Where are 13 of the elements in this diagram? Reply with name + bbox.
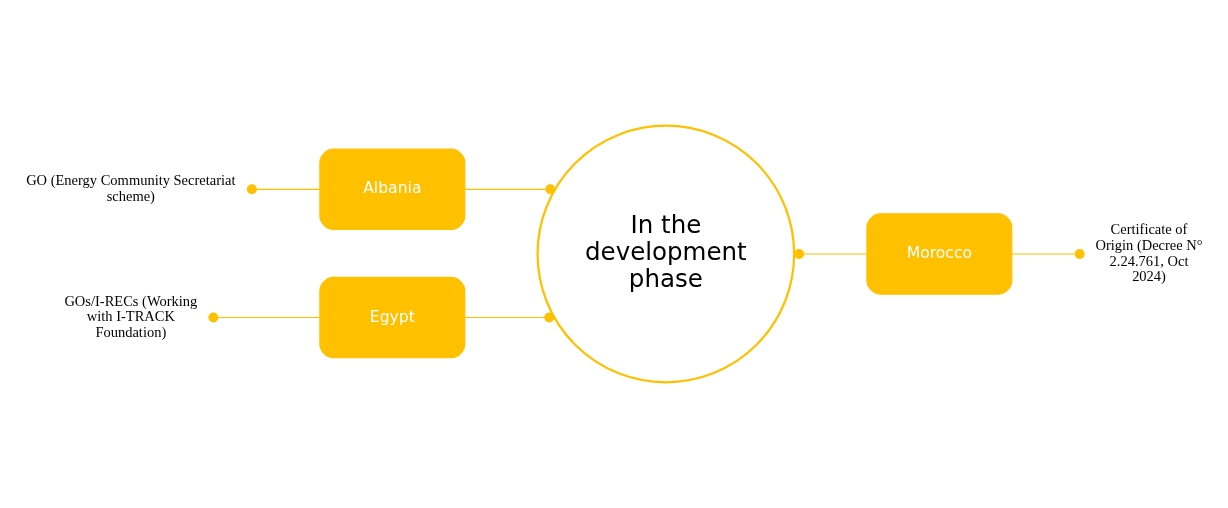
connector: [246, 184, 321, 195]
connector: [208, 312, 321, 323]
node-text: Certificate of Origin (Decree N° 2.24.761, Oct 2024): [1095, 221, 1203, 285]
node-box: Morocco: [866, 213, 1013, 295]
connector: [464, 184, 556, 195]
connector: [794, 249, 868, 259]
node-box: Albania: [319, 148, 466, 231]
node-text: GO (Energy Community Secretariat scheme): [26, 172, 236, 204]
node-circle: In the development phase: [536, 124, 796, 384]
connector: [464, 312, 555, 323]
connector: [1011, 249, 1085, 259]
node-box: Egypt: [319, 276, 466, 359]
node-text: GOs/I-RECs (Working with I-TRACK Foundation): [64, 292, 198, 340]
